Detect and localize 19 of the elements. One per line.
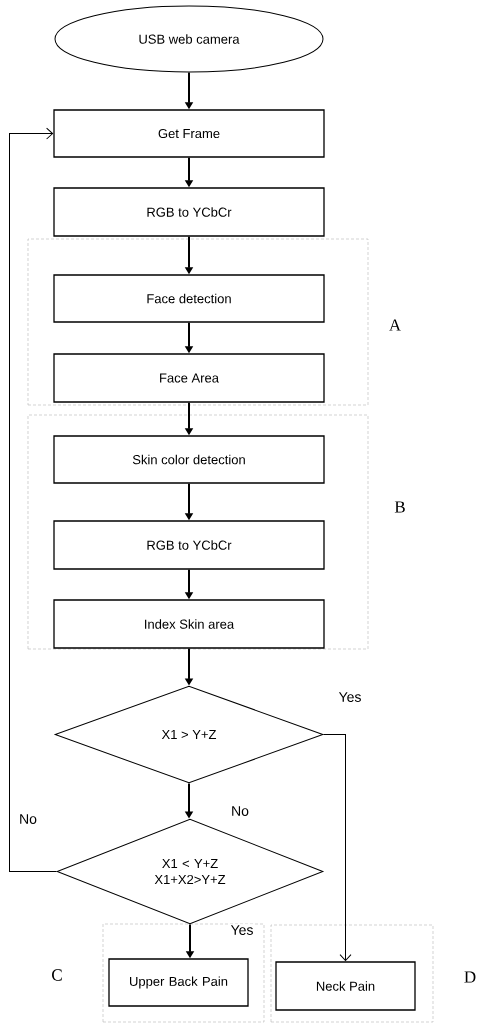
edge-label: No: [232, 806, 249, 816]
process-box: Face Area: [53, 353, 325, 403]
group-letter: A: [389, 319, 401, 331]
arrow: [323, 734, 352, 962]
process-box: RGB to YCbCr: [53, 187, 325, 237]
group-letter: C: [52, 969, 62, 981]
process-box: Neck Pain: [275, 961, 416, 1011]
edge-label: No: [20, 814, 37, 824]
group-letter: D: [464, 971, 476, 983]
edge-label: Yes: [338, 692, 361, 702]
process-box: Skin color detection: [53, 435, 325, 484]
process-box: RGB to YCbCr: [53, 520, 325, 570]
process-box: Face detection: [53, 274, 325, 323]
arrow: [9, 127, 57, 872]
process-box: Index Skin area: [53, 599, 325, 649]
group-letter: B: [394, 501, 405, 513]
process-box: Upper Back Pain: [108, 958, 249, 1007]
process-box: Get Frame: [53, 109, 325, 158]
edge-label: Yes: [230, 925, 253, 935]
